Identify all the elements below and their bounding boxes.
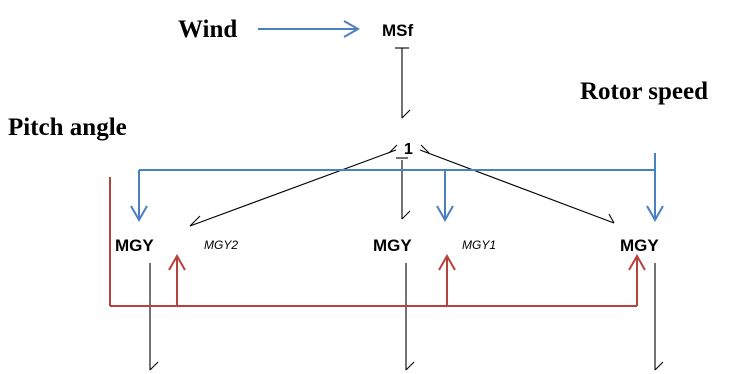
bond-msf-to-junction [395,47,411,119]
bond-mgy-right-down [654,263,664,371]
msf-source-label: MSf [382,21,414,40]
mgy-left-label: MGY [115,236,154,255]
bond-junction-to-mgy-left [189,144,398,227]
mgy-left-name: MGY2 [204,238,238,252]
mgy-right-label: MGY [620,236,659,255]
wind-label: Wind [178,16,237,43]
mgy-center-label: MGY [373,236,412,255]
bond-junction-to-mgy-right [419,144,615,224]
pitch-angle-signal [109,177,646,307]
rotor-speed-signal [130,153,664,223]
rotor-speed-label: Rotor speed [580,78,708,105]
one-junction-label: 1 [404,141,413,158]
mgy-center-name: MGY1 [462,238,496,252]
pitch-angle-label: Pitch angle [8,114,127,141]
bond-junction-to-mgy-center [396,157,411,220]
wind-signal-arrow [258,20,361,38]
bond-mgy-center-down [405,263,415,371]
bond-mgy-left-down [149,263,159,371]
